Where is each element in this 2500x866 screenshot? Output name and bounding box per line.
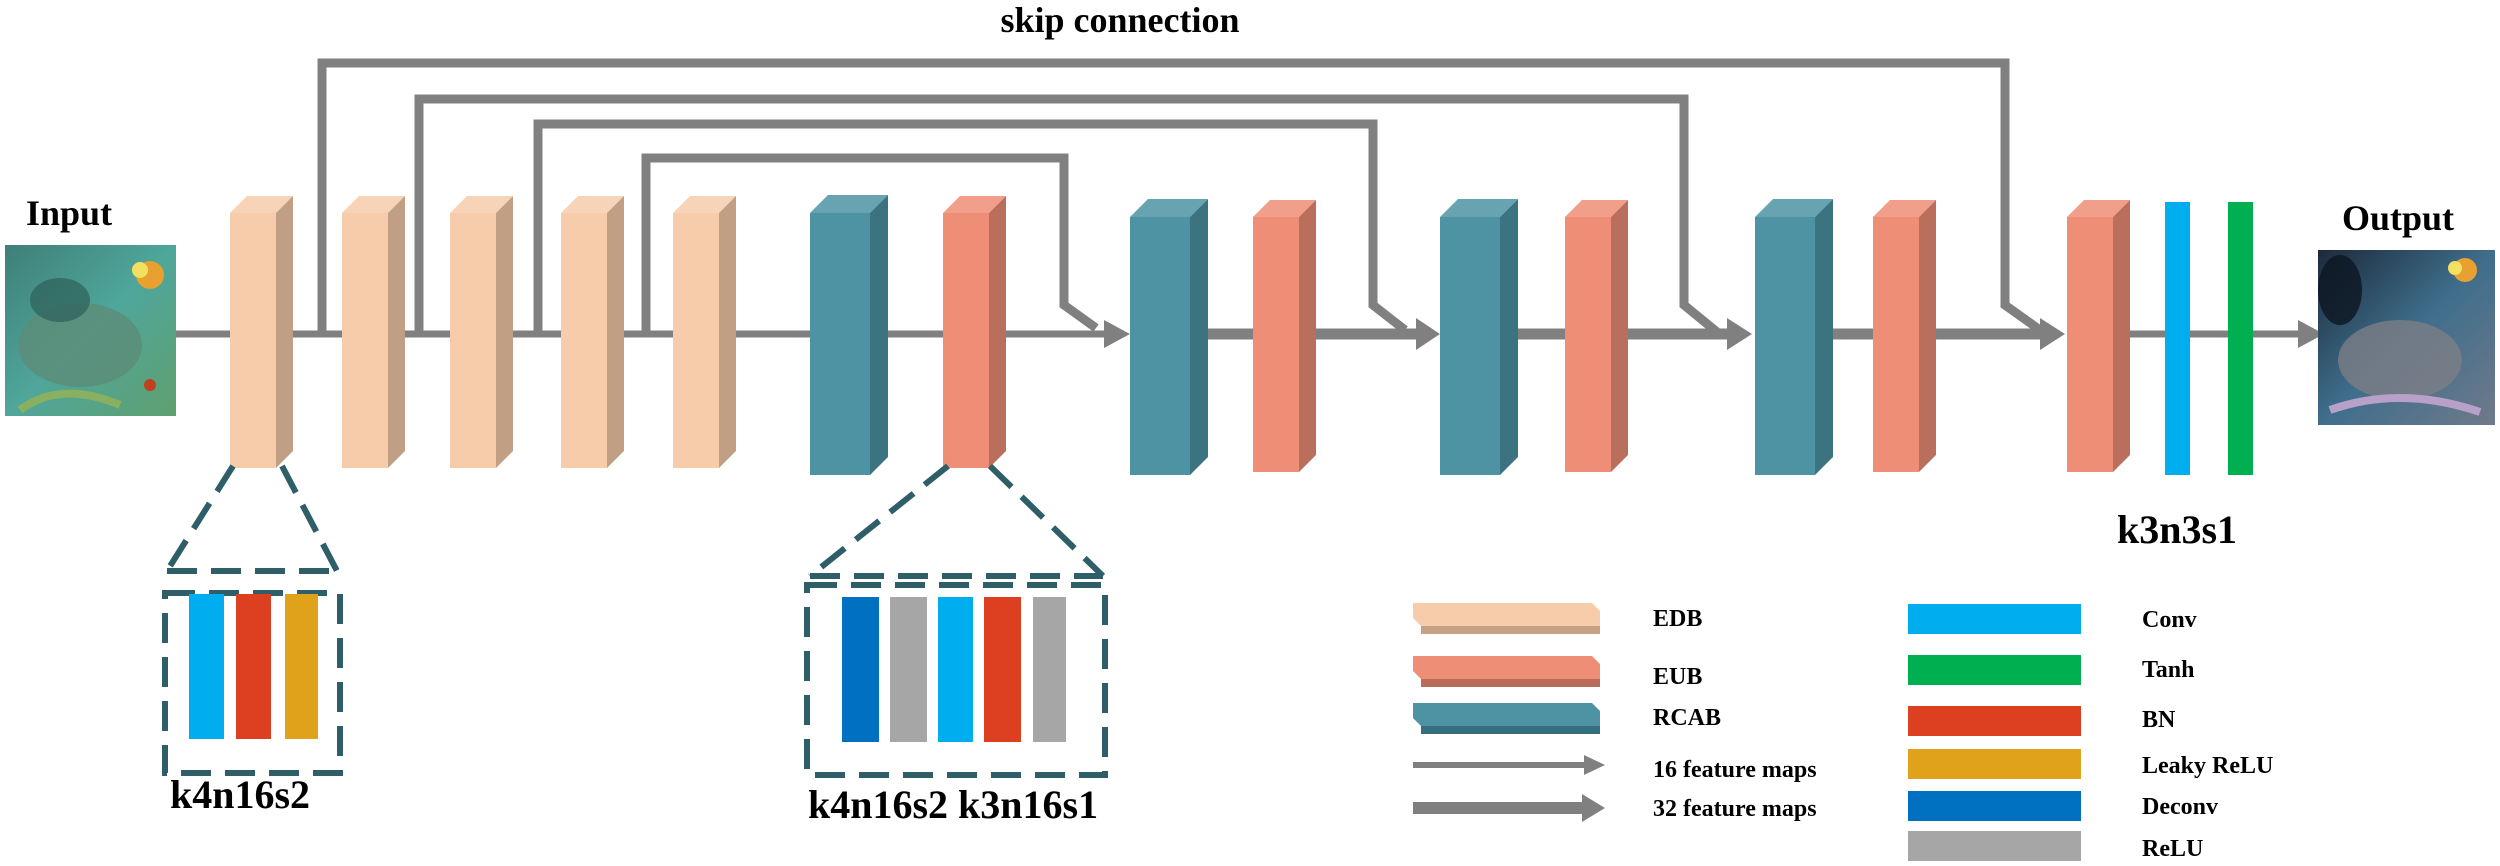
- legend-32-feature-label: 32 feature maps: [1653, 796, 1817, 822]
- input-image: [5, 245, 176, 416]
- legend-relu-label: ReLU: [2142, 836, 2203, 862]
- eub-block-5: [2067, 200, 2130, 472]
- rcab-block-3: [1440, 199, 1518, 475]
- legend-conv-label: Conv: [2142, 607, 2197, 633]
- legend-leaky-relu-swatch: [1908, 749, 2081, 779]
- skip-connection-second: [414, 94, 1720, 336]
- edb-block-2: [342, 196, 405, 468]
- eub-zoom-relu-bar-1: [890, 597, 927, 742]
- legend-16-feature-label: 16 feature maps: [1653, 757, 1817, 783]
- legend-32-feature-arrow: [1413, 794, 1605, 822]
- legend-rcab-swatch: [1413, 703, 1600, 734]
- legend-bn-swatch: [1908, 706, 2081, 736]
- edb-zoom-bn-bar: [236, 594, 271, 739]
- head-conv-bar: [2165, 202, 2190, 475]
- edb-zoom-conv-bar: [189, 594, 224, 739]
- legend-conv-swatch: [1908, 604, 2081, 634]
- skip-connection-inner: [641, 153, 1099, 332]
- rcab-block-1: [810, 195, 888, 475]
- edb-zoom-label: k4n16s2: [170, 772, 310, 817]
- input-label: Input: [26, 193, 112, 233]
- edb-block-1: [230, 196, 293, 468]
- head-tanh-bar: [2228, 202, 2253, 475]
- rcab-block-4: [1755, 199, 1833, 475]
- legend-tanh-label: Tanh: [2142, 657, 2195, 683]
- eub-zoom-relu-bar-2: [1033, 597, 1066, 742]
- eub-block-1: [943, 196, 1006, 468]
- legend-16-feature-arrow: [1413, 755, 1605, 775]
- edb-block-4: [561, 196, 624, 468]
- edb-block-5: [673, 196, 736, 468]
- edb-zoom: [162, 464, 343, 776]
- edb-block-3: [450, 196, 513, 468]
- eub-zoom-bn-bar: [984, 597, 1021, 742]
- legend-tanh-swatch: [1908, 655, 2081, 685]
- legend-edb-label: EDB: [1653, 606, 1702, 632]
- legend-eub-swatch: [1413, 656, 1600, 687]
- eub-block-3: [1565, 200, 1628, 472]
- legend-deconv-swatch: [1908, 791, 2081, 821]
- output-image: [2318, 250, 2495, 425]
- blocks: [230, 195, 2130, 475]
- eub-zoom-deconv-bar: [842, 597, 879, 742]
- legend-relu-swatch: [1908, 831, 2081, 861]
- eub-zoom-label: k4n16s2 k3n16s1: [808, 782, 1098, 827]
- eub-zoom-conv-bar: [938, 597, 973, 742]
- edb-zoom-leaky-relu-bar: [285, 594, 318, 739]
- legend-rcab-label: RCAB: [1653, 705, 1721, 731]
- eub-block-4: [1873, 200, 1936, 472]
- output-label: Output: [2342, 198, 2454, 238]
- rcab-block-2: [1130, 199, 1208, 475]
- eub-zoom: [804, 463, 1108, 778]
- legend-eub-label: EUB: [1653, 664, 1702, 690]
- skip-connection-outer: [317, 58, 2043, 334]
- skip-connections: [317, 58, 2043, 336]
- eub-block-2: [1253, 200, 1316, 472]
- legend-edb-swatch: [1413, 603, 1600, 634]
- legend-bn-label: BN: [2142, 707, 2176, 733]
- legend-deconv-label: Deconv: [2142, 794, 2218, 820]
- legend-leaky-relu-label: Leaky ReLU: [2142, 753, 2273, 779]
- head-kernel-label: k3n3s1: [2117, 507, 2237, 552]
- skip-connection-third: [533, 119, 1408, 334]
- skip-connection-title: skip connection: [1000, 0, 1239, 40]
- main-flow: [175, 318, 2324, 350]
